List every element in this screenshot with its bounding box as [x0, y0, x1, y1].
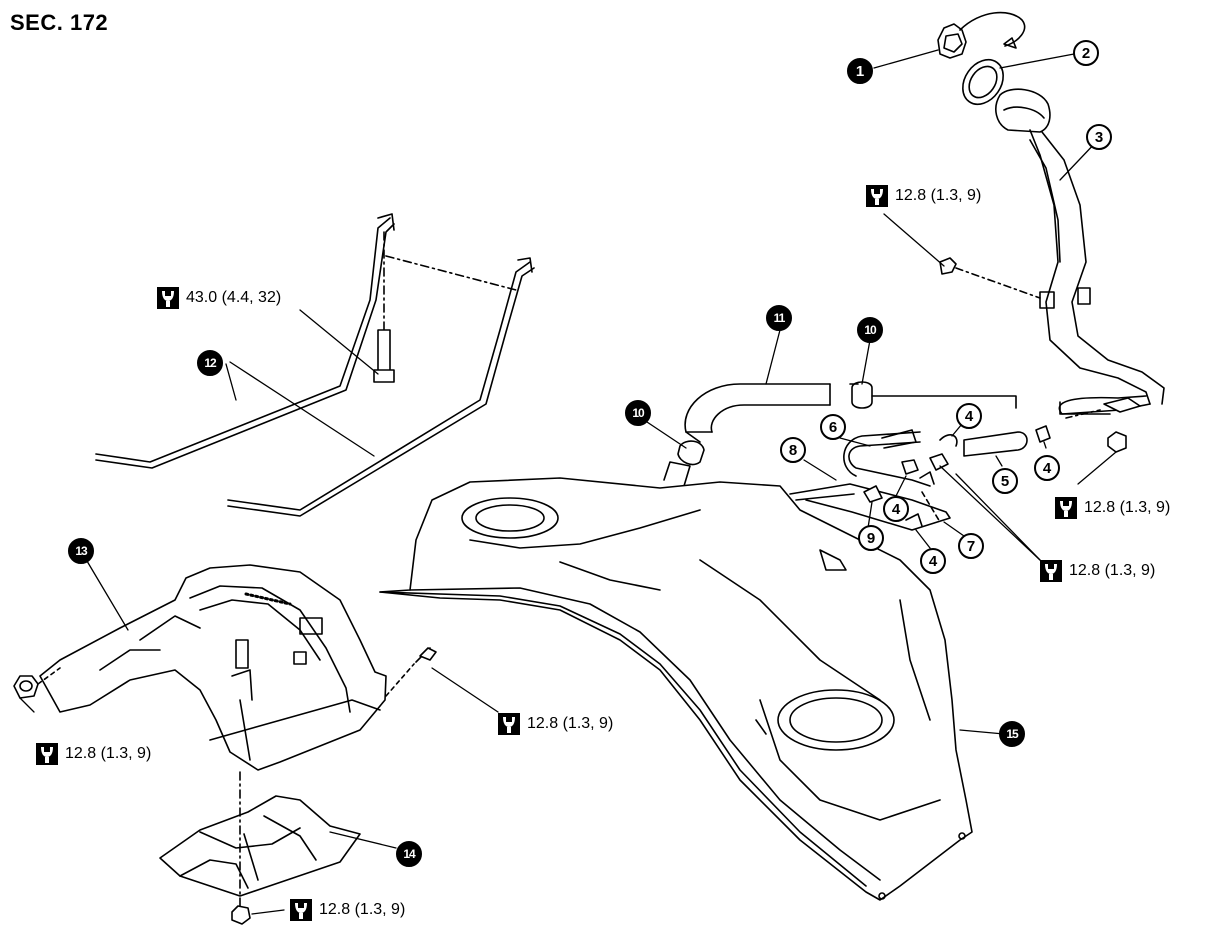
evap-hoses [789, 409, 1101, 531]
callout-4-right: 4 [1034, 455, 1060, 481]
torque-spec-value: 12.8 (1.3, 9) [65, 745, 152, 762]
torque-spec-insulator-bolt: 12.8 (1.3, 9) [498, 713, 613, 735]
callout-7: 7 [958, 533, 984, 559]
callout-3: 3 [1086, 124, 1112, 150]
torque-wrench-icon [1040, 560, 1062, 582]
callout-13: 13 [68, 538, 94, 564]
callout-10-upper: 10 [857, 317, 883, 343]
torque-wrench-icon [866, 185, 888, 207]
torque-spec-value: 12.8 (1.3, 9) [1069, 562, 1156, 579]
torque-spec-evap-nuts: 12.8 (1.3, 9) [1040, 560, 1155, 582]
callout-11: 11 [766, 305, 792, 331]
insulator-bolt [385, 647, 437, 697]
torque-spec-value: 12.8 (1.3, 9) [1084, 499, 1171, 516]
torque-spec-value: 12.8 (1.3, 9) [319, 901, 406, 918]
torque-spec-value: 43.0 (4.4, 32) [186, 289, 282, 306]
torque-spec-tube-nut: 12.8 (1.3, 9) [1055, 497, 1170, 519]
torque-spec-left-nut: 12.8 (1.3, 9) [36, 743, 151, 765]
callout-5: 5 [992, 468, 1018, 494]
callout-6: 6 [820, 414, 846, 440]
torque-wrench-icon [498, 713, 520, 735]
torque-wrench-icon [157, 287, 179, 309]
torque-spec-strap-bolt: 43.0 (4.4, 32) [157, 287, 281, 309]
hose-clamp-upper [849, 381, 873, 409]
torque-spec-filler-nut: 12.8 (1.3, 9) [866, 185, 981, 207]
lower-heat-shield [159, 771, 361, 925]
callout-1: 1 [847, 58, 873, 84]
callout-9: 9 [858, 525, 884, 551]
torque-spec-value: 12.8 (1.3, 9) [527, 715, 614, 732]
callout-10-lower: 10 [625, 400, 651, 426]
torque-wrench-icon [1055, 497, 1077, 519]
callout-12: 12 [197, 350, 223, 376]
fuel-filler-cap [937, 11, 1026, 59]
fuel-filler-hose [684, 383, 831, 443]
callout-15: 15 [999, 721, 1025, 747]
callout-4-low: 4 [920, 548, 946, 574]
tank-heat-insulator [39, 564, 387, 771]
filler-gasket [962, 58, 1004, 106]
callout-4-mid: 4 [883, 496, 909, 522]
callout-4-top: 4 [956, 403, 982, 429]
torque-wrench-icon [290, 899, 312, 921]
fuel-tank [379, 477, 973, 901]
torque-wrench-icon [36, 743, 58, 765]
callout-14: 14 [396, 841, 422, 867]
callout-8: 8 [780, 437, 806, 463]
torque-spec-value: 12.8 (1.3, 9) [895, 187, 982, 204]
callout-2: 2 [1073, 40, 1099, 66]
fuel-tank-straps [95, 213, 535, 517]
torque-spec-shield-nut: 12.8 (1.3, 9) [290, 899, 405, 921]
section-title: SEC. 172 [10, 10, 109, 35]
fuel-filler-tube [995, 88, 1165, 415]
